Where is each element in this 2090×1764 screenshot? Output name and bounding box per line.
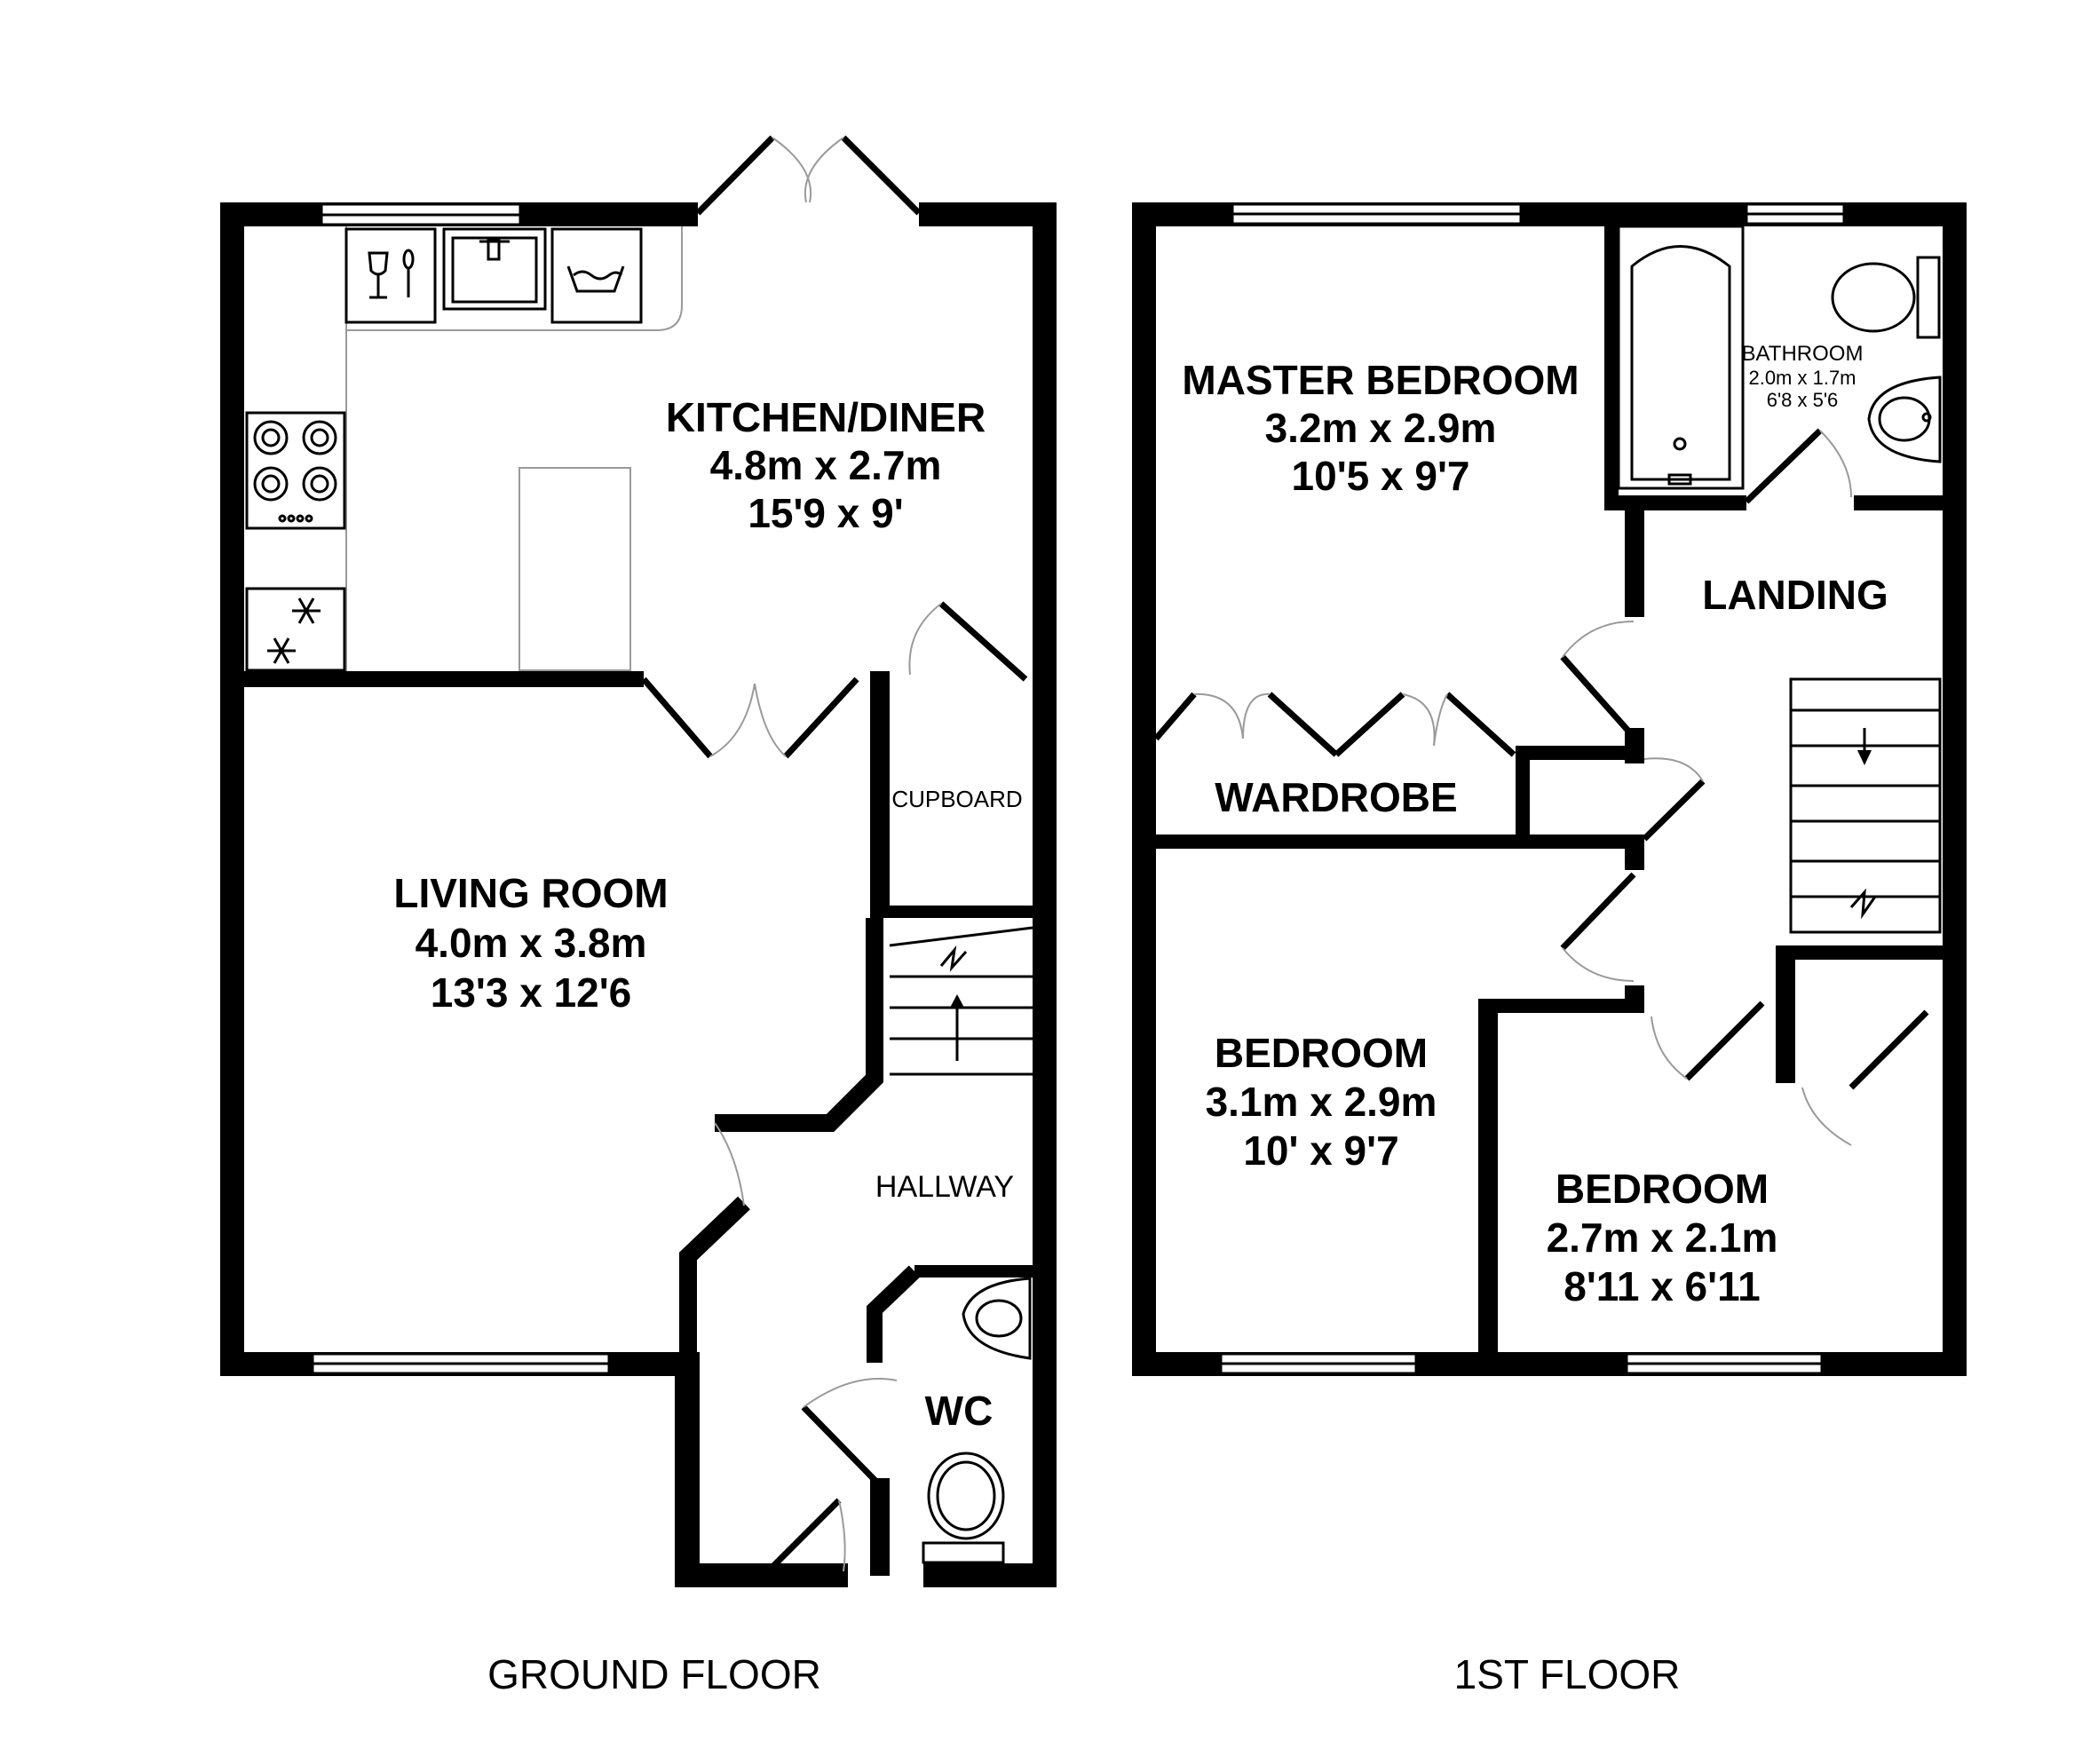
hob-icon <box>261 428 329 523</box>
landing-label: LANDING <box>1702 572 1888 618</box>
bedroom-3-label: BEDROOM 2.7m x 2.1m 8'11 x 6'11 <box>1547 1166 1778 1309</box>
first-floor-plan: MASTER BEDROOM 3.2m x 2.9m 10'5 x 9'7 BA… <box>1132 202 1967 1697</box>
bedroom3-imperial: 8'11 x 6'11 <box>1564 1263 1760 1309</box>
bathroom-imperial: 6'8 x 5'6 <box>1767 389 1839 411</box>
first-floor-stairs <box>1789 677 1942 934</box>
bedroom3-metric: 2.7m x 2.1m <box>1547 1214 1778 1261</box>
toilet-icon <box>922 1452 1005 1564</box>
kitchen-imperial: 15'9 x 9' <box>748 490 903 536</box>
kitchen-name: KITCHEN/DINER <box>666 394 986 440</box>
bath-icon <box>1617 225 1745 490</box>
master-name: MASTER BEDROOM <box>1182 357 1579 403</box>
bathroom-metric: 2.0m x 1.7m <box>1748 367 1856 389</box>
washing-machine-icon <box>566 265 625 293</box>
living-room-label: LIVING ROOM 4.0m x 3.8m 13'3 x 12'6 <box>393 870 668 1016</box>
bathroom-name: BATHROOM <box>1742 342 1864 366</box>
bedroom2-name: BEDROOM <box>1215 1030 1428 1076</box>
master-metric: 3.2m x 2.9m <box>1265 405 1497 451</box>
master-bedroom-label: MASTER BEDROOM 3.2m x 2.9m 10'5 x 9'7 <box>1182 357 1579 499</box>
living-name: LIVING ROOM <box>393 870 668 916</box>
snowflake-icon <box>267 597 321 664</box>
bedroom2-imperial: 10' x 9'7 <box>1243 1127 1398 1174</box>
ground-floor-windows <box>311 202 611 1375</box>
living-metric: 4.0m x 3.8m <box>416 920 647 966</box>
wc-label: WC <box>925 1388 994 1434</box>
first-floor-doors <box>1153 428 1929 1146</box>
ground-floor-doors <box>641 135 1028 1578</box>
bedroom-2-label: BEDROOM 3.1m x 2.9m 10' x 9'7 <box>1206 1030 1437 1174</box>
bedroom3-name: BEDROOM <box>1556 1166 1769 1212</box>
sink-icon <box>479 238 510 261</box>
wine-glass-icon <box>368 249 415 299</box>
living-imperial: 13'3 x 12'6 <box>431 969 632 1016</box>
bathroom-basin-icon <box>1867 376 1942 463</box>
wc-basin-icon <box>962 1277 1032 1360</box>
ground-floor-title: GROUND FLOOR <box>487 1651 821 1697</box>
first-floor-windows <box>1219 202 1846 1375</box>
ground-floor-stairs <box>889 926 1033 1076</box>
bedroom2-metric: 3.1m x 2.9m <box>1206 1079 1437 1125</box>
bathroom-toilet-icon <box>1831 256 1941 339</box>
kitchen-units <box>245 226 683 672</box>
cupboard-label: CUPBOARD <box>891 786 1022 812</box>
wardrobe-label: WARDROBE <box>1215 774 1457 820</box>
kitchen-metric: 4.8m x 2.7m <box>710 442 942 488</box>
ground-floor-plan: KITCHEN/DINER 4.8m x 2.7m 15'9 x 9' LIVI… <box>220 135 1057 1697</box>
master-imperial: 10'5 x 9'7 <box>1292 453 1470 499</box>
hallway-label: HALLWAY <box>875 1170 1014 1204</box>
kitchen-label: KITCHEN/DINER 4.8m x 2.7m 15'9 x 9' <box>666 394 986 536</box>
first-floor-title: 1ST FLOOR <box>1454 1651 1681 1697</box>
bathroom-label: BATHROOM 2.0m x 1.7m 6'8 x 5'6 <box>1742 342 1864 411</box>
